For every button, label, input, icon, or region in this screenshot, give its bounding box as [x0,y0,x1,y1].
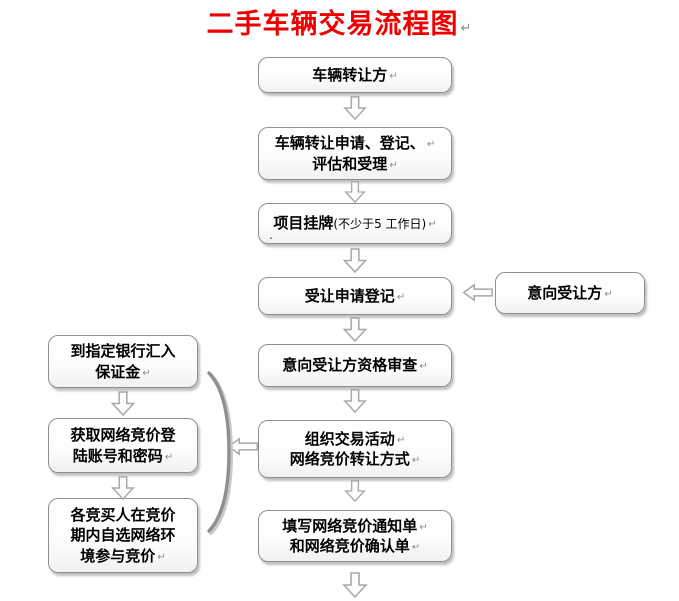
down-arrow-icon [340,248,370,273]
box-text: 陆账号和密码 [72,446,163,465]
group-bracket [202,370,234,536]
down-arrow-icon [108,391,138,416]
box-qualification-review: 意向受让方资格审查↵ [258,344,452,387]
box-text: 填写网络竞价通知单 [282,516,418,535]
box-text: 车辆转让方 [312,65,388,84]
box-text: 境参与竞价 [80,546,156,565]
box-project-listing: 项目挂牌(不少于5 工作日)↵ . [258,203,452,244]
box-get-bidding-account: 获取网络竞价登 陆账号和密码↵ [48,418,198,473]
left-arrow-icon [226,437,260,456]
return-mark: ↵ [411,455,421,466]
return-mark: ↵ [164,451,174,463]
box-organize-trading: 组织交易活动↵ 网络竞价转让方式↵ [258,420,452,478]
down-arrow-icon [340,181,370,203]
box-intended-transferee: 意向受让方↵ [495,272,645,314]
box-text: 受让申请登记 [304,286,395,305]
box-text: 期内自选网络环 [70,526,176,545]
down-arrow-icon [340,571,370,599]
return-mark: ↵ [389,70,398,82]
box-transfer-application: 车辆转让申请、登记、↵ 评估和受理↵ [258,127,452,180]
box-text: 车辆转让申请、登记、 [274,134,425,153]
box-text: 和网络竞价确认单 [289,537,410,555]
down-arrow-icon [108,476,138,500]
down-arrow-icon [340,317,370,342]
return-mark: ↵ [460,21,473,36]
return-mark: ↵ [426,139,436,151]
box-text: 项目挂牌 [273,214,334,233]
box-text: 意向受让方 [527,283,603,302]
return-mark: ↵ [396,291,406,303]
return-mark: ↵ [142,367,151,379]
box-transferee-application: 受让申请登记↵ [258,277,452,315]
return-mark: ↵ [411,542,421,553]
box-text: 组织交易活动 [304,429,395,448]
box-vehicle-transferor: 车辆转让方↵ [258,57,452,93]
page-title: 二手车辆交易流程图↵ [0,2,679,41]
down-arrow-icon [340,480,370,502]
return-mark: ↵ [428,219,437,231]
box-bidders-participate: 各竞买人在竞价 期内自选网络环 境参与竞价↵ [48,498,198,573]
return-mark: ↵ [419,521,428,533]
return-mark: ↵ [396,434,406,446]
return-mark: ↵ [604,288,613,300]
down-arrow-icon [340,389,370,413]
box-fill-bidding-forms: 填写网络竞价通知单↵ 和网络竞价确认单↵ [258,510,452,562]
stray-period: . [269,228,273,242]
box-text: 网络竞价转让方式 [289,450,410,468]
return-mark: ↵ [389,159,398,171]
box-text: 获取网络竞价登 [70,426,176,445]
box-note-text: (不少于5 工作日) [333,217,427,232]
box-text: 意向受让方资格审查 [282,356,418,375]
box-deposit-to-bank: 到指定银行汇入 保证金↵ [48,335,198,388]
box-text: 各竞买人在竞价 [70,506,176,525]
return-mark: ↵ [419,361,428,373]
page-title-text: 二手车辆交易流程图 [206,9,459,40]
left-arrow-icon [461,283,495,302]
box-text: 到指定银行汇入 [70,342,176,361]
return-mark: ↵ [157,551,166,563]
down-arrow-icon [340,96,370,120]
box-text: 保证金 [95,362,141,381]
box-text: 评估和受理 [312,154,388,173]
